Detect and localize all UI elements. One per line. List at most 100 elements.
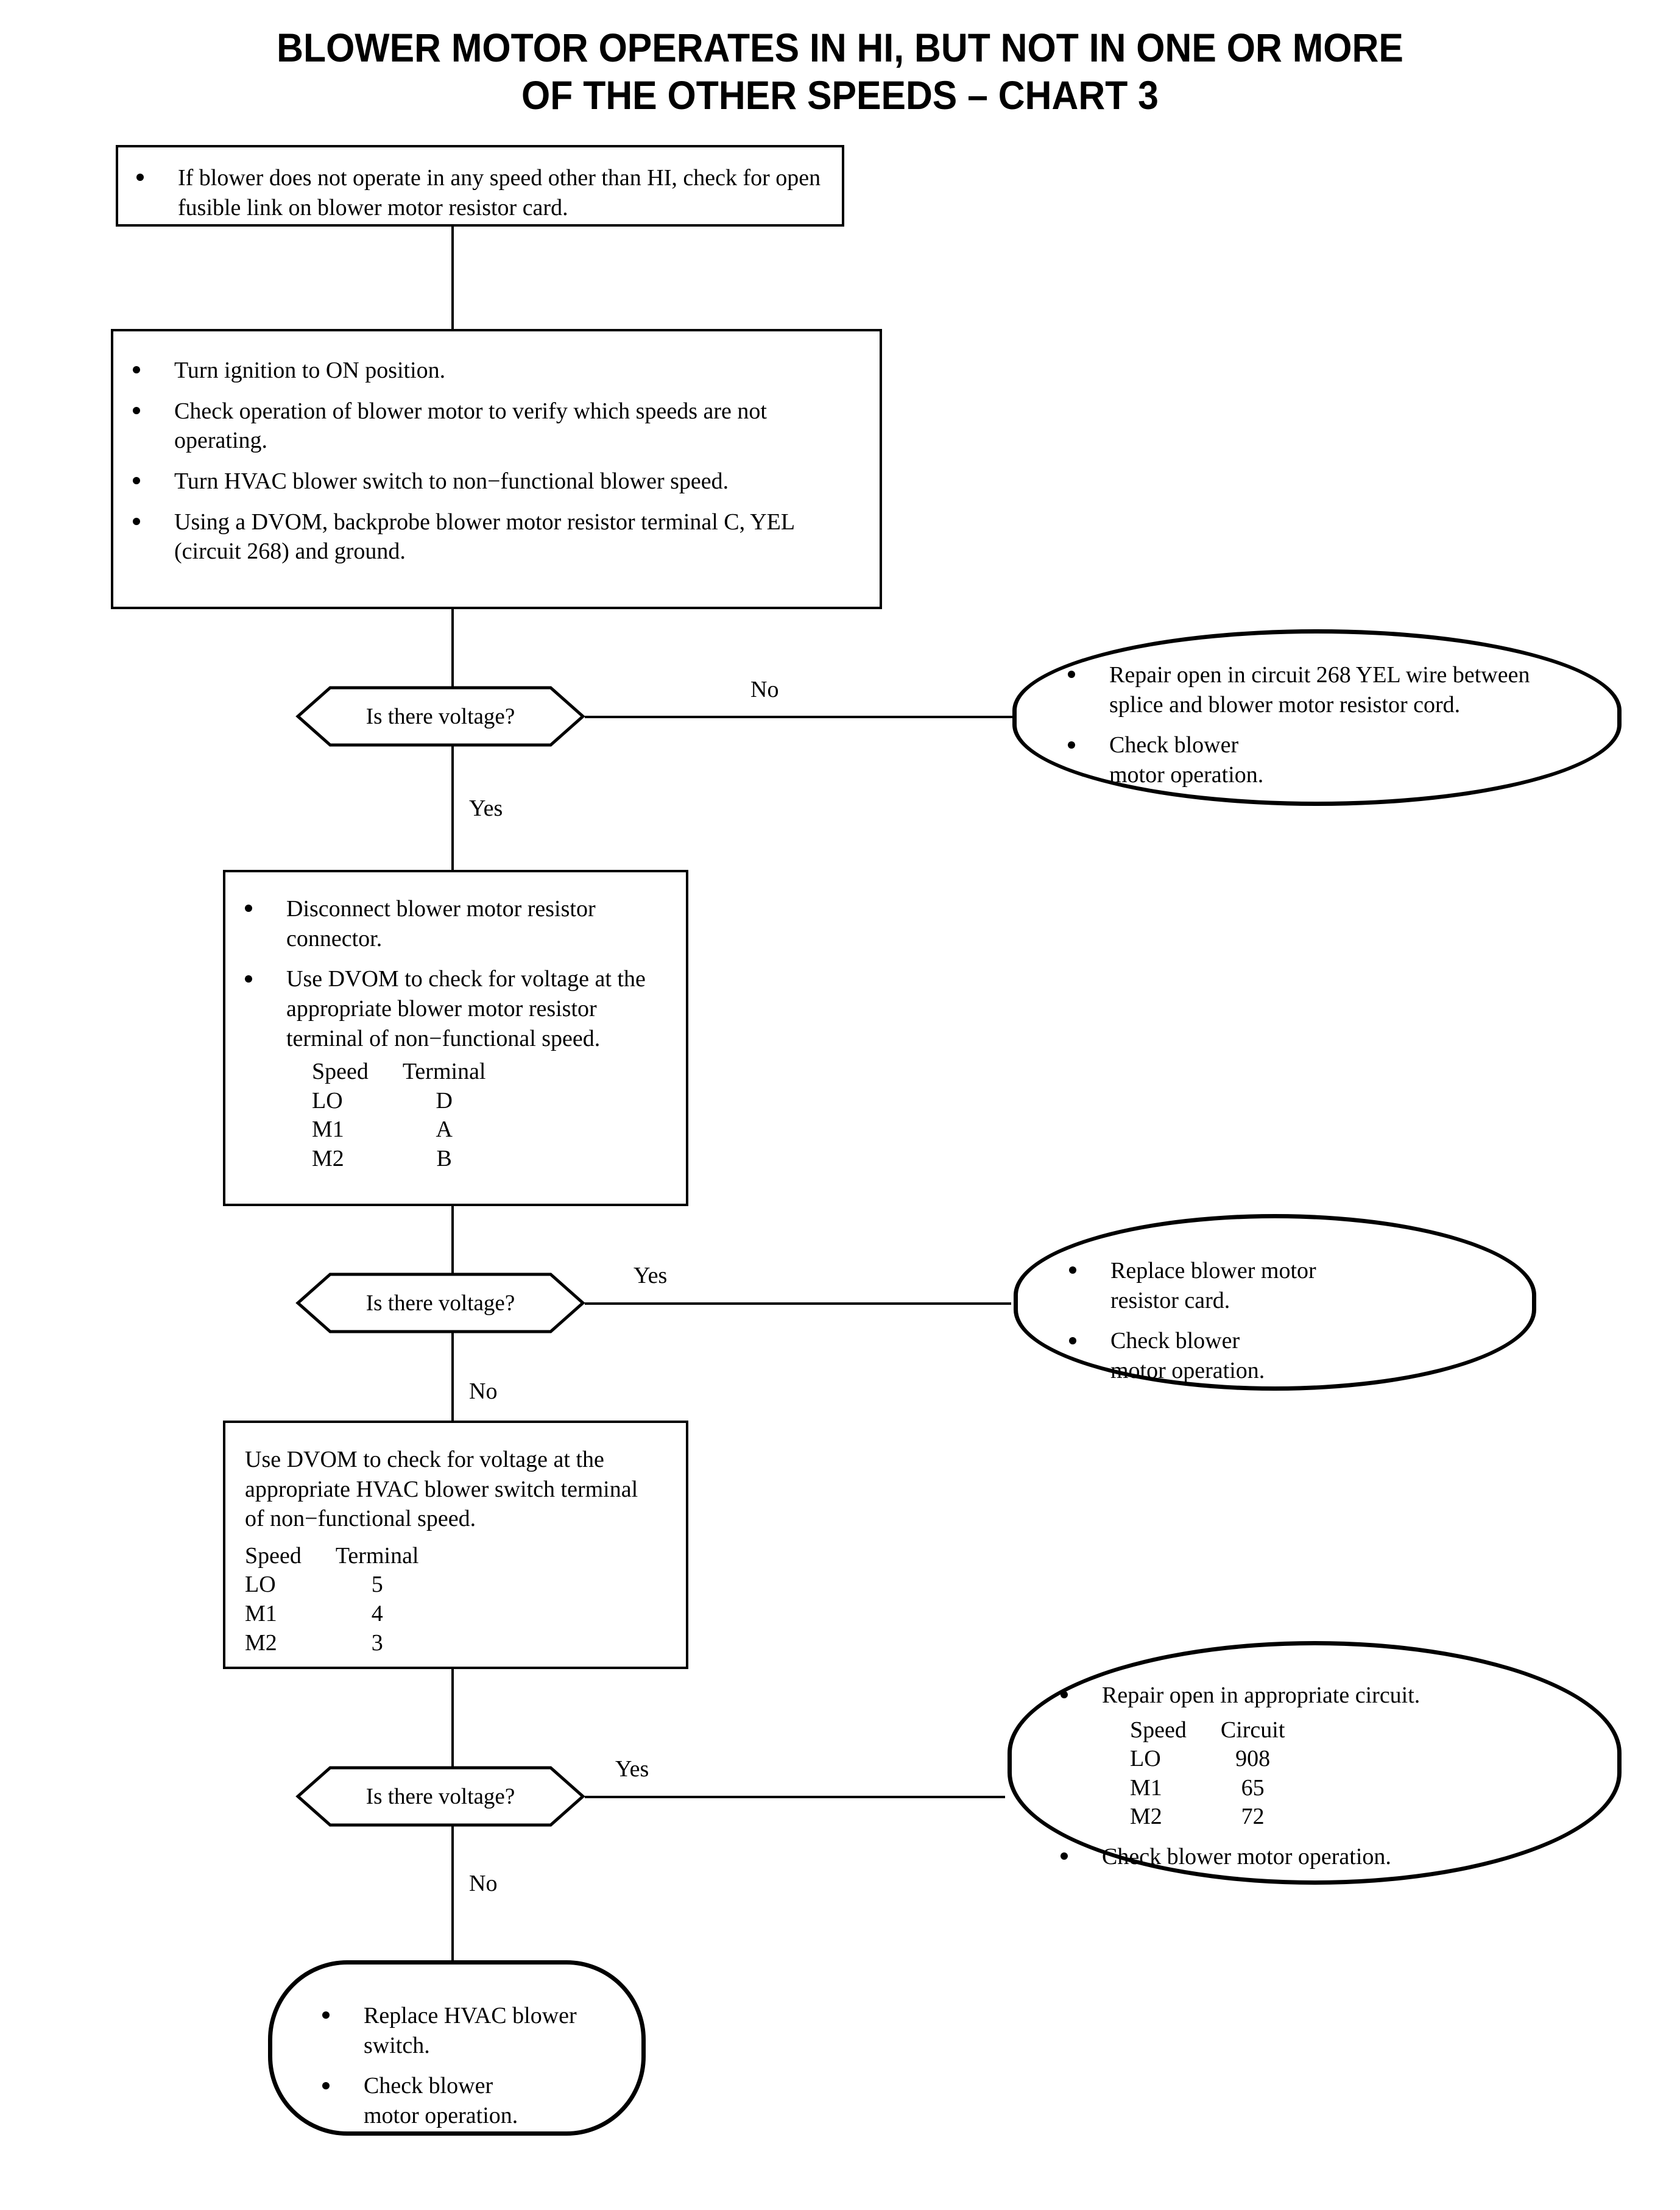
list-item: Use DVOM to check for voltage at the app… [245,964,646,1053]
result-box-3-text: Repair open in appropriate circuit. Spee… [1012,1645,1617,1880]
bullet-dot-icon [1068,741,1075,749]
table-row: M2 72 [1130,1803,1285,1832]
table-cell-terminal: 5 [371,1572,383,1598]
table-cell-terminal: A [436,1117,453,1143]
result-box-3: Repair open in appropriate circuit. Spee… [1008,1641,1622,1885]
result-box-1-bullet-list: Repair open in circuit 268 YEL wire betw… [1068,660,1573,790]
list-item: Using a DVOM, backprobe blower motor res… [133,507,858,567]
start-box-text: If blower does not operate in any speed … [136,163,825,222]
step-box-3: Use DVOM to check for voltage at the app… [223,1421,688,1669]
table-row: LO 5 [245,1571,419,1600]
step-box-1-bullet-3: Turn HVAC blower switch to non−functiona… [174,468,729,494]
start-box: If blower does not operate in any speed … [116,145,844,227]
table-cell-speed: M1 [1130,1774,1162,1801]
result-box-2-bullet-1: Replace blower motor resistor card. [1110,1258,1316,1313]
decision-2[interactable]: Is there voltage? [295,1271,585,1335]
table-cell-speed: M2 [245,1629,277,1656]
result-box-3-bullet-list-top: Repair open in appropriate circuit. [1061,1681,1578,1710]
connector-decision2-yes [585,1302,1011,1305]
table-row: LO D [312,1087,486,1117]
table-cell-terminal: 3 [371,1629,383,1656]
bullet-dot-icon [1069,1336,1076,1344]
decision-1[interactable]: Is there voltage? [295,684,585,749]
step-box-2-text: Disconnect blower motor resistor connect… [245,894,665,1174]
start-box-bullet-list: If blower does not operate in any speed … [136,163,825,222]
bullet-dot-icon [133,366,140,374]
table-cell-speed: LO [312,1087,343,1114]
step-box-2-bullet-1: Disconnect blower motor resistor connect… [286,896,596,951]
bullet-dot-icon [1061,1691,1068,1699]
connector-decision2-to-step3 [451,1325,454,1422]
result-box-3-bullet-1: Repair open in appropriate circuit. [1102,1682,1421,1708]
list-item: Turn ignition to ON position. [133,356,858,386]
decision-3[interactable]: Is there voltage? [295,1764,585,1829]
step-box-2-table: Speed Terminal LO D M1 A M2 B [312,1058,486,1174]
bullet-dot-icon [1069,1266,1076,1274]
decision-1-branch-no: No [750,677,779,702]
connector-step2-to-decision2 [451,1206,454,1285]
step-box-2: Disconnect blower motor resistor connect… [223,870,688,1206]
list-item: Check blower motor operation. [322,2071,546,2130]
result-box-4-text: Replace HVAC blower switch. Check blower… [272,1965,641,2131]
result-box-1-text: Repair open in circuit 268 YEL wire betw… [1017,634,1617,802]
table-row: M1 A [312,1116,486,1145]
start-box-bullet-1: If blower does not operate in any speed … [178,165,821,221]
decision-3-label: Is there voltage? [365,1784,515,1809]
result-box-2-bullet-2: Check blower motor operation. [1110,1328,1265,1383]
step-box-2-bullet-2: Use DVOM to check for voltage at the app… [286,966,646,1051]
step-box-1-bullet-2: Check operation of blower motor to verif… [174,398,767,454]
result-box-4: Replace HVAC blower switch. Check blower… [268,1960,646,2136]
table-cell-speed: LO [1130,1746,1161,1772]
step-box-3-paragraph: Use DVOM to check for voltage at the app… [245,1447,638,1532]
connector-start-to-step1 [451,227,454,330]
step-box-3-paragraph-wrap: Use DVOM to check for voltage at the app… [245,1445,647,1534]
bullet-dot-icon [133,517,140,525]
bullet-dot-icon [322,2011,330,2019]
step-box-2-bullet-list: Disconnect blower motor resistor connect… [245,894,665,1053]
bullet-dot-icon [136,174,144,182]
result-box-4-bullet-2: Check blower motor operation. [364,2073,518,2128]
table-cell-terminal: 4 [371,1601,383,1627]
table-cell-speed: M1 [245,1601,277,1627]
decision-1-label: Is there voltage? [365,704,515,729]
step-box-1-bullet-list: Turn ignition to ON position. Check oper… [133,356,858,567]
page-title: BLOWER MOTOR OPERATES IN HI, BUT NOT IN … [67,24,1612,119]
result-box-2-text: Replace blower motor resistor card. Chec… [1018,1218,1532,1386]
list-item: If blower does not operate in any speed … [136,163,825,222]
decision-2-label: Is there voltage? [365,1290,515,1316]
decision-2-branch-no: No [469,1379,498,1404]
result-box-4-bullet-list: Replace HVAC blower switch. Check blower… [322,2001,590,2131]
result-box-2-bullet-list: Replace blower motor resistor card. Chec… [1069,1256,1410,1386]
decision-3-branch-yes: Yes [615,1756,649,1782]
step-box-1-bullet-1: Turn ignition to ON position. [174,358,446,383]
bullet-dot-icon [245,975,252,983]
result-box-2: Replace blower motor resistor card. Chec… [1014,1214,1536,1391]
decision-hexagon-shape [295,686,585,747]
connector-decision1-to-step2 [451,737,454,871]
table-cell-circuit: 72 [1241,1804,1265,1830]
list-item: Replace HVAC blower switch. [322,2001,607,2060]
table-header-circuit: Circuit [1220,1717,1285,1743]
step-box-1: Turn ignition to ON position. Check oper… [111,329,882,609]
table-row: M1 4 [245,1600,419,1629]
table-cell-speed: LO [245,1572,276,1598]
list-item: Repair open in circuit 268 YEL wire betw… [1068,660,1573,719]
table-cell-terminal: B [436,1145,452,1171]
result-box-1-bullet-2: Check blower motor operation. [1109,732,1264,788]
bullet-dot-icon [1061,1852,1068,1860]
list-item: Check blower motor operation. [1069,1326,1293,1385]
connector-step1-to-decision1 [451,609,454,713]
table-row: M2 B [312,1145,486,1174]
decision-hexagon-shape [295,1273,585,1333]
list-item: Check blower motor operation. [1068,730,1292,789]
table-cell-speed: M1 [312,1117,344,1143]
bullet-dot-icon [1068,671,1075,679]
result-box-3-bullet-list-bottom: Check blower motor operation. [1061,1842,1578,1872]
bullet-dot-icon [133,407,140,415]
table-header-row: Speed Terminal [245,1542,419,1572]
step-box-1-text: Turn ignition to ON position. Check oper… [133,356,858,567]
decision-2-branch-yes: Yes [634,1263,668,1288]
list-item: Replace blower motor resistor card. [1069,1256,1354,1315]
list-item: Check blower motor operation. [1061,1842,1578,1872]
